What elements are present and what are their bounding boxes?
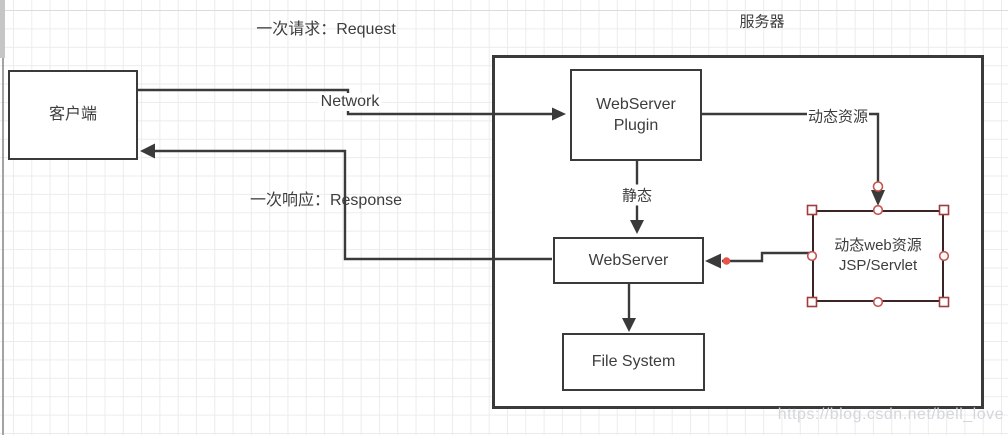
left-scrollbar-thumb[interactable] (0, 0, 5, 58)
dynamic-web-resource-label-line2: JSP/Servlet (838, 257, 918, 274)
dynamic-resource-label[interactable]: 动态资源 (806, 105, 870, 127)
file-system-node[interactable]: File System (562, 333, 705, 391)
network-label[interactable]: Network (318, 93, 382, 111)
left-scrollbar-track[interactable] (2, 0, 4, 435)
server-container-label[interactable]: 服务器 (739, 13, 785, 31)
dynamic-web-resource-label-line1: 动态web资源 (834, 237, 922, 255)
csdn-watermark: https://blog.csdn.net/bell_love (777, 406, 1004, 423)
page-boundary-line (0, 10, 1008, 11)
response-label[interactable]: 一次响应：Response (249, 192, 403, 209)
webserver-plugin-node[interactable]: WebServer Plugin (570, 69, 702, 161)
response-arrowhead-icon (140, 143, 155, 159)
request-label[interactable]: 一次请求：Request (256, 21, 396, 38)
client-node-label: 客户端 (48, 106, 97, 124)
webserver-plugin-label-line2: Plugin (613, 117, 659, 134)
webserver-node[interactable]: WebServer (553, 237, 704, 284)
file-system-label: File System (591, 353, 676, 371)
dynamic-web-resource-node[interactable]: 动态web资源 JSP/Servlet (812, 210, 944, 302)
webserver-label: WebServer (588, 251, 669, 269)
static-flow-label[interactable]: 静态 (620, 184, 654, 206)
client-node[interactable]: 客户端 (8, 70, 138, 160)
webserver-plugin-label-line1: WebServer (596, 95, 676, 113)
